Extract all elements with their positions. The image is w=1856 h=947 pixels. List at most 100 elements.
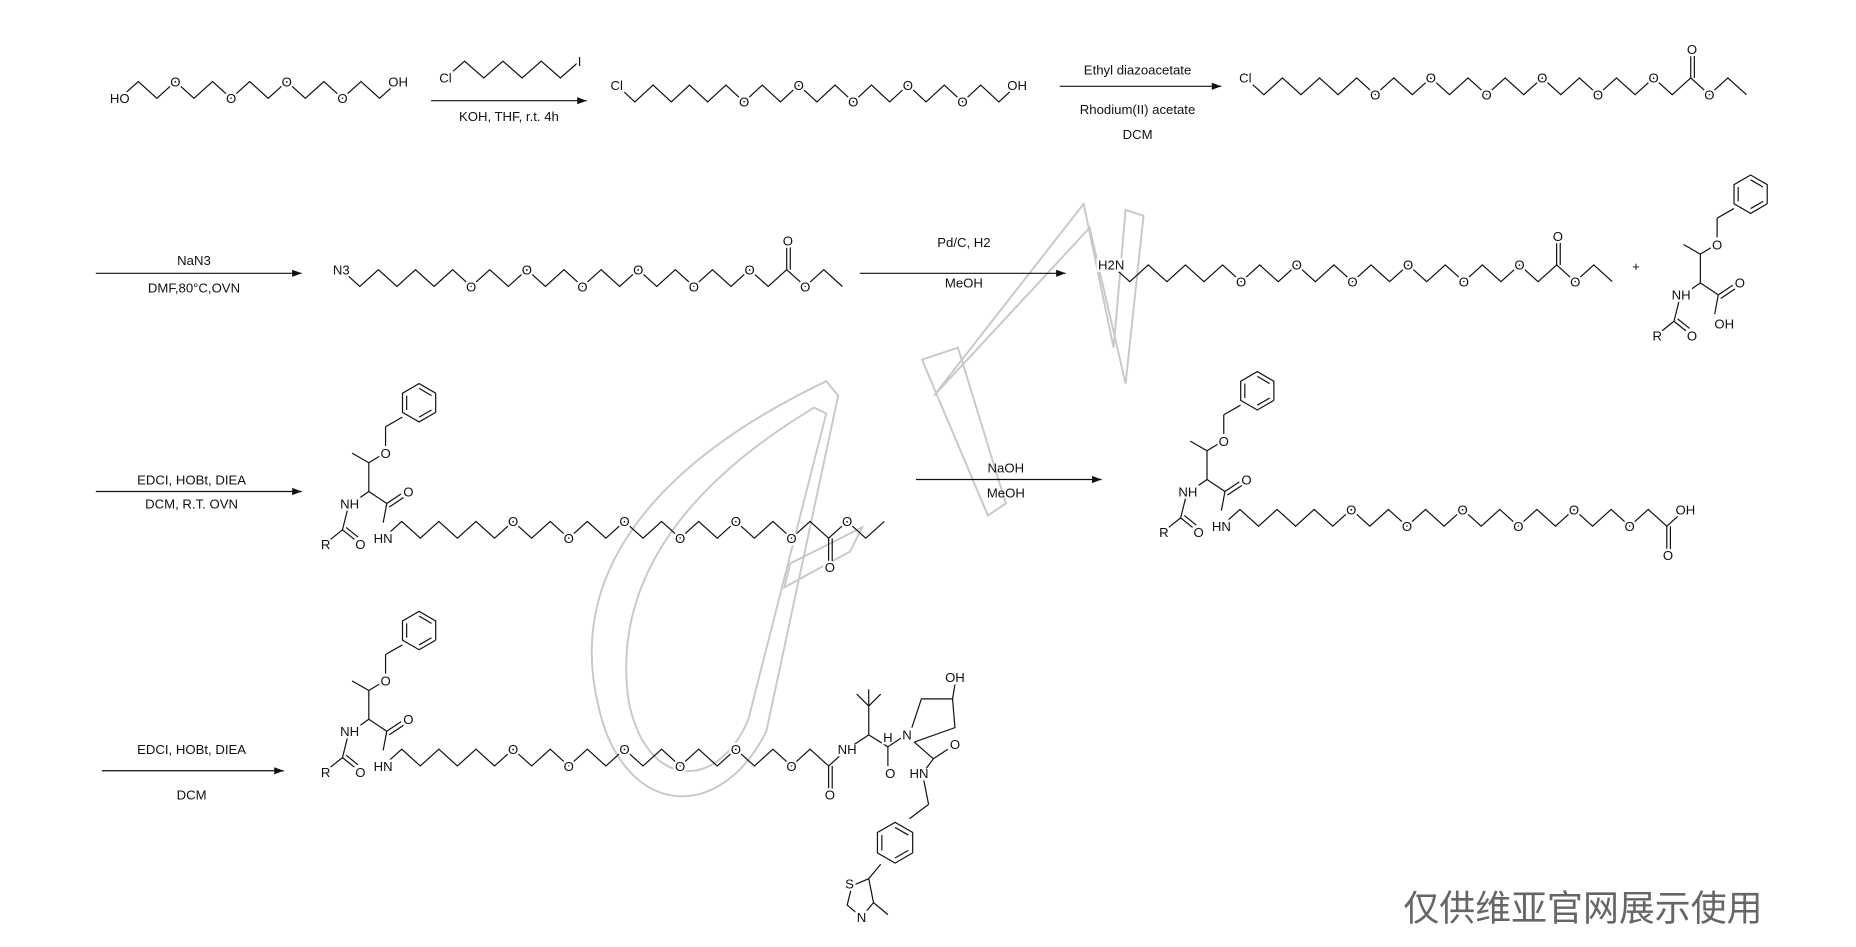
bond xyxy=(1206,443,1220,452)
bond xyxy=(1206,478,1226,492)
bond xyxy=(1683,244,1701,255)
bond xyxy=(386,493,402,504)
r-group: R xyxy=(321,537,331,552)
bond xyxy=(341,738,348,758)
bond xyxy=(1223,404,1241,416)
ether-oxygen: O xyxy=(564,759,574,774)
bond xyxy=(887,736,903,748)
ether-oxygen: O xyxy=(957,95,967,110)
bond xyxy=(1661,320,1675,332)
bond xyxy=(1700,282,1719,296)
bond xyxy=(351,452,370,464)
ether-oxygen: O xyxy=(675,531,685,546)
bond xyxy=(351,680,370,691)
bond xyxy=(1720,288,1736,299)
ether-oxygen: O xyxy=(1459,274,1469,289)
bond xyxy=(368,682,382,691)
bond xyxy=(341,510,348,530)
r-group: R xyxy=(321,765,331,780)
aromatic-bond xyxy=(1750,200,1764,210)
bond xyxy=(388,724,404,736)
bond xyxy=(342,757,355,768)
bond xyxy=(1220,491,1226,511)
ether-oxygen: O xyxy=(508,514,518,529)
carbonyl-oxygen: O xyxy=(403,484,413,499)
aromatic-bond xyxy=(894,849,909,859)
ether-oxygen: O xyxy=(1513,519,1523,534)
bond xyxy=(913,741,934,760)
atom-N3: N3 xyxy=(333,263,350,278)
bond xyxy=(1180,517,1194,528)
ether-oxygen: O xyxy=(1569,502,1579,517)
pyrrolidine-n: N xyxy=(902,728,912,743)
bond xyxy=(856,693,870,707)
aromatic-bond xyxy=(1256,397,1271,406)
carbonyl-oxygen: O xyxy=(1735,276,1745,291)
ether-oxygen: O xyxy=(675,759,685,774)
ether-oxygen: O xyxy=(1514,258,1524,273)
amide-nh: NH xyxy=(340,724,359,739)
hydroxyl: OH xyxy=(1714,316,1734,331)
thiazole-ring xyxy=(846,878,875,918)
carbonyl-oxygen: O xyxy=(1553,229,1563,244)
bond xyxy=(1700,246,1713,255)
ether-oxygen: O xyxy=(577,279,587,294)
bond xyxy=(925,758,934,769)
ether-oxygen: O xyxy=(337,91,347,106)
arrow-head xyxy=(292,487,302,496)
peg-acid-conjugate xyxy=(1220,508,1686,528)
ether-oxygen: O xyxy=(226,91,236,106)
ether-oxygen: O xyxy=(689,279,699,294)
atom-HO: HO xyxy=(110,91,130,106)
bond xyxy=(951,684,956,699)
bond xyxy=(868,734,889,748)
carbonyl-oxygen: O xyxy=(1194,525,1204,540)
amide-nh: HN xyxy=(910,766,929,781)
bond xyxy=(368,718,388,732)
r-group: R xyxy=(1159,525,1169,540)
chloro-peg-alcohol xyxy=(616,84,1018,103)
bond xyxy=(1224,481,1240,492)
ether-oxygen: O xyxy=(1403,258,1413,273)
atom-Cl: Cl xyxy=(1239,71,1251,86)
thiazole-n: N xyxy=(857,910,867,925)
step4-above: Pd/C, H2 xyxy=(937,235,990,250)
benzene-ring xyxy=(401,382,437,423)
step6-above: NaOH xyxy=(988,460,1025,475)
bond xyxy=(1677,318,1690,329)
ether-oxygen: O xyxy=(1625,519,1635,534)
carbonyl-oxygen: O xyxy=(403,712,413,727)
ether-oxygen: O xyxy=(1236,274,1246,289)
ether-oxygen: O xyxy=(731,514,741,529)
ether-oxygen: O xyxy=(380,674,390,689)
atom-H2N: H2N xyxy=(1098,258,1124,273)
amide-nh: NH xyxy=(340,496,359,511)
ether-oxygen: O xyxy=(744,263,754,278)
step4-below: MeOH xyxy=(945,276,983,291)
ether-oxygen: O xyxy=(170,74,180,89)
ether-oxygen: O xyxy=(1402,519,1412,534)
bond xyxy=(356,718,370,729)
step1-below: KOH, THF, r.t. 4h xyxy=(459,109,559,124)
plus-sign: + xyxy=(1632,259,1640,274)
ether-oxygen: O xyxy=(1537,71,1547,86)
bond xyxy=(1227,484,1243,496)
atom-NH: NH xyxy=(838,742,857,757)
step2-below: Rhodium(II) acetate xyxy=(1080,102,1195,117)
atom-OH: OH xyxy=(388,74,408,89)
bond xyxy=(386,721,402,732)
arrow-head xyxy=(274,767,284,775)
bond xyxy=(1180,498,1187,518)
ether-oxygen: O xyxy=(800,279,810,294)
atom-Cl: Cl xyxy=(439,71,451,86)
benzene-ring xyxy=(876,821,914,864)
bond xyxy=(1714,294,1719,315)
amide-nh: NH xyxy=(1672,288,1691,303)
bond xyxy=(854,734,870,745)
benzene-ring xyxy=(1240,370,1275,411)
aromatic-bond xyxy=(1750,179,1764,188)
ether-oxygen: O xyxy=(466,279,476,294)
bond xyxy=(385,416,403,428)
step6-below: MeOH xyxy=(987,485,1025,500)
ether-oxygen: O xyxy=(508,742,518,757)
